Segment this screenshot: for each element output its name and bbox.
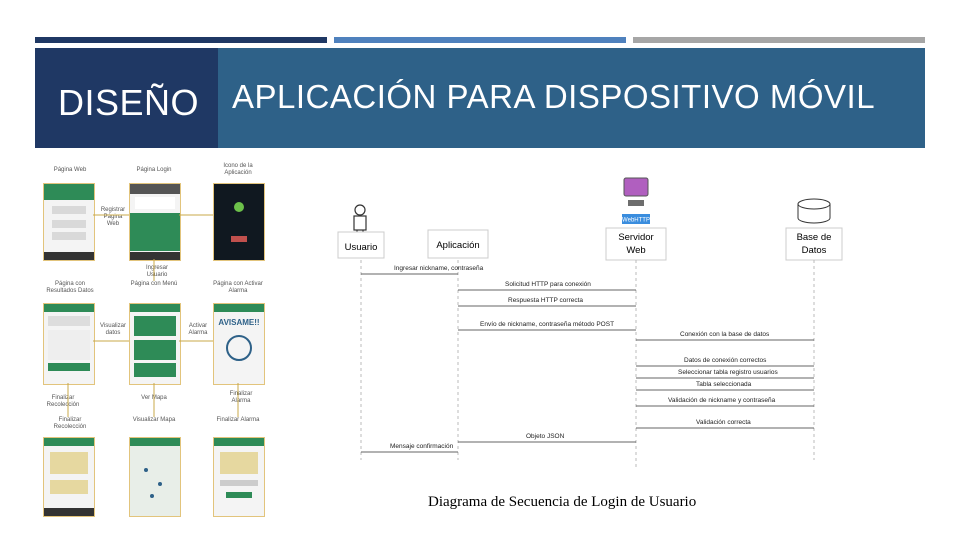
message-label: Objeto JSON: [526, 433, 565, 440]
message-label: Conexión con la base de datos: [680, 331, 770, 338]
arrow-label: Finalizar Recolección: [43, 395, 83, 409]
slide-title-right: APLICACIÓN PARA DISPOSITIVO MÓVIL: [232, 78, 875, 116]
screen-app-icon: [213, 183, 265, 261]
screen-label: Página Web: [43, 167, 97, 174]
database-icon: [798, 199, 830, 223]
screen-label: Visualizar Mapa: [127, 417, 181, 424]
message-label: Ingresar nickname, contraseña: [394, 265, 484, 272]
screen-finish-alarm: [213, 437, 265, 517]
participant-user: Usuario: [345, 242, 378, 253]
message-label: Solicitud HTTP para conexión: [505, 281, 591, 288]
login-sequence-diagram: Usuario Aplicación WebHTTP Servidor Web …: [330, 160, 850, 480]
server-monitor-icon: [624, 178, 648, 206]
screen-alarm: AVISAME!!: [213, 303, 265, 385]
diagram-caption: Diagrama de Secuencia de Login de Usuari…: [428, 494, 696, 511]
arrow-label: Visualizar datos: [97, 323, 129, 337]
screen-label: Página Login: [127, 167, 181, 174]
message-label: Envío de nickname, contraseña método POS…: [480, 321, 614, 328]
arrow-label: Activar Alarma: [183, 323, 213, 337]
screen-menu: [129, 303, 181, 385]
participant-db-line2: Datos: [802, 245, 827, 256]
participant-db-line1: Base de: [797, 232, 832, 243]
screen-map: [129, 437, 181, 517]
message-label: Validación de nickname y contraseña: [668, 397, 776, 404]
accent-bar-navy: [35, 37, 327, 43]
screen-label: Página con Activar Alarma: [211, 281, 265, 295]
screen-label: Página con Resultados Datos: [43, 281, 97, 295]
message-label: Validación correcta: [696, 419, 751, 426]
screen-results: [43, 303, 95, 385]
screen-label: Página con Menú: [127, 281, 181, 288]
participant-server-line2: Web: [626, 245, 645, 256]
arrow-label: Registrar Página Web: [97, 207, 129, 228]
screen-label: Finalizar Recolección: [43, 417, 97, 431]
arrow-label: Ver Mapa: [139, 395, 169, 402]
message-label: Datos de conexión correctos: [684, 357, 767, 364]
message-label: Respuesta HTTP correcta: [508, 297, 583, 304]
accent-bar-blue: [334, 37, 626, 43]
app-screen-flow: Página Web Página Login Icono de la Apli…: [35, 155, 267, 520]
participant-app: Aplicación: [436, 240, 479, 251]
message-label: Seleccionar tabla registro usuarios: [678, 369, 778, 376]
slide-title-left: DISEÑO: [58, 82, 199, 124]
accent-bar-gray: [633, 37, 925, 43]
message-label: Tabla seleccionada: [696, 381, 752, 388]
message-label: Mensaje confirmación: [390, 443, 454, 450]
participant-server-line1: Servidor: [618, 232, 653, 243]
arrow-label: Ingresar Usuario: [141, 265, 173, 279]
screen-label: Icono de la Aplicación: [211, 163, 265, 177]
screen-login: [129, 183, 181, 261]
screen-finish-collection: [43, 437, 95, 517]
screen-label: Finalizar Alarma: [211, 417, 265, 424]
screen-web: [43, 183, 95, 261]
arrow-label: Finalizar Alarma: [221, 391, 261, 405]
server-tag: WebHTTP: [622, 218, 650, 224]
alarm-text: AVISAME!!: [214, 318, 264, 327]
